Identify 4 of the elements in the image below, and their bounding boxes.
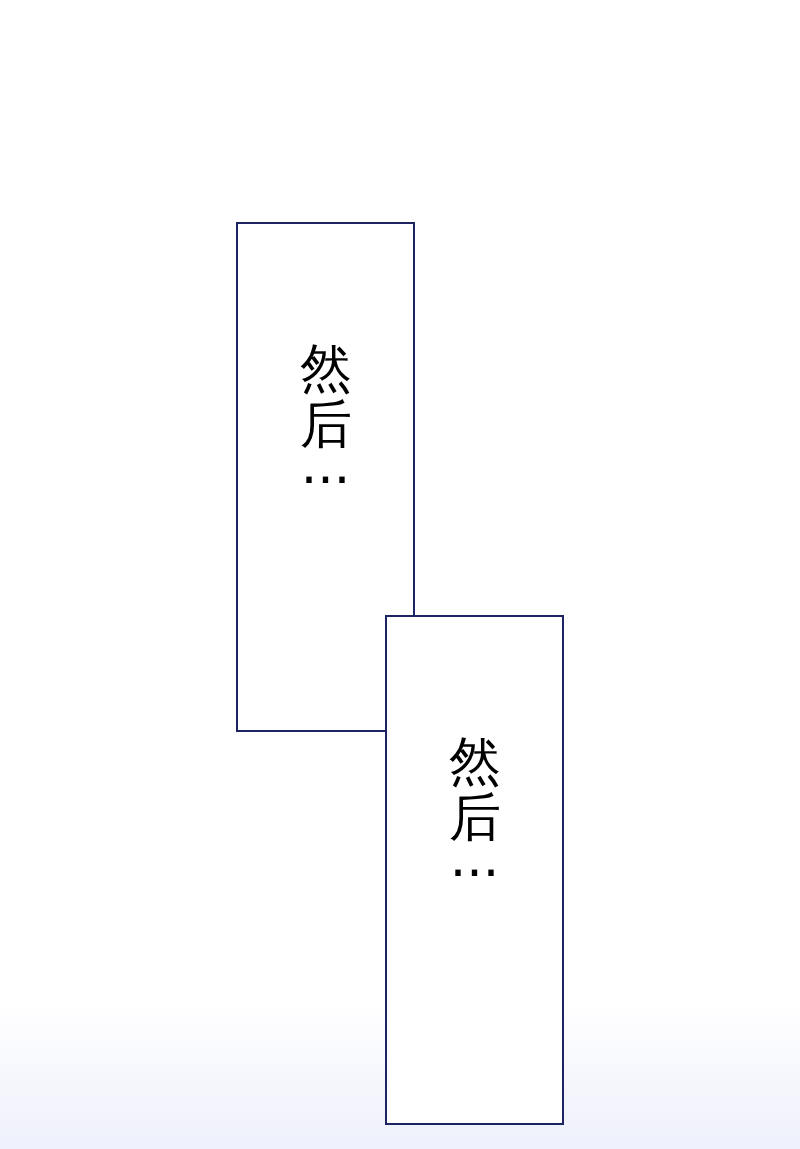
speech-panel bbox=[236, 222, 415, 732]
vertical-text: 然后··· bbox=[298, 340, 353, 508]
speech-panel bbox=[385, 615, 564, 1125]
vertical-text: 然后··· bbox=[447, 733, 502, 901]
